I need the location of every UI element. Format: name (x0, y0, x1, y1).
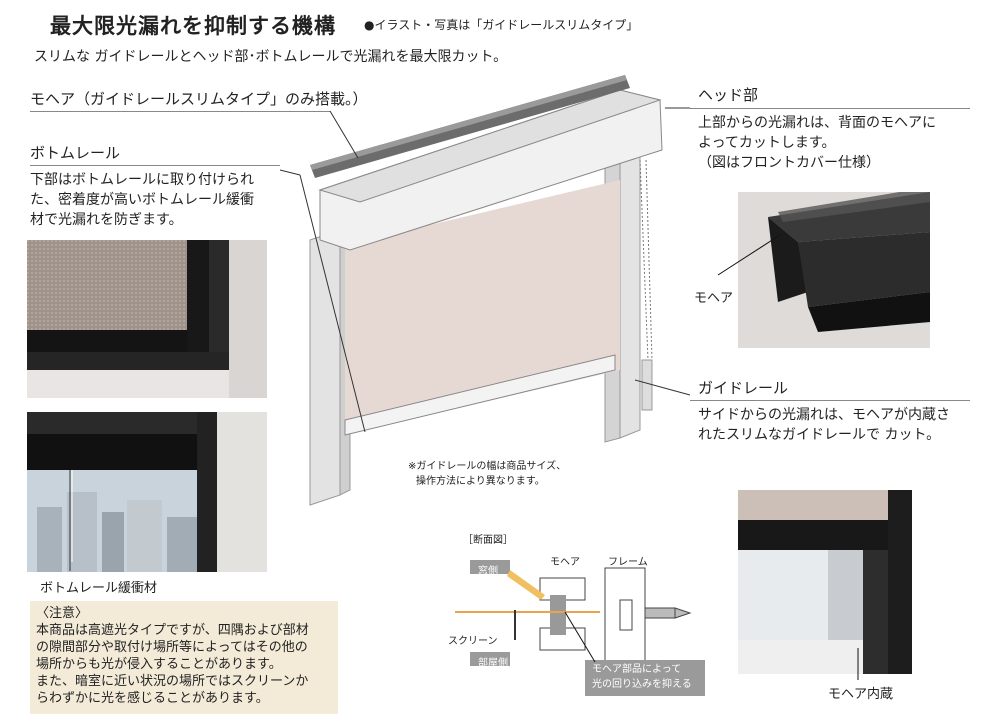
section-screen-label: スクリーン (448, 636, 498, 647)
illustration-note: ●イラスト・写真は「ガイドレールスリムタイプ」 (364, 18, 639, 32)
caution-line: 場所からも光が侵入することがあります。 (36, 657, 282, 672)
caution-note: 〈注意〉 本商品は高遮光タイプですが、四隅および部材 の隙間部分や取付け場所等に… (30, 601, 338, 714)
cushion-caption: ボトムレール緩衝材 (40, 581, 158, 596)
room-side-label: 部屋側 (478, 658, 508, 669)
caution-heading: 〈注意〉 (36, 606, 89, 621)
mohair-label-rule (30, 111, 330, 112)
caution-line: また、暗室に近い状況の場所ではスクリーンか (36, 674, 309, 689)
caution-line: らわずかに光を感じることがあります。 (36, 691, 269, 706)
head-mohair-leader (717, 234, 781, 276)
guide-rail-inner-leader (857, 648, 859, 680)
section-frame-label: フレーム (608, 557, 648, 568)
roller-screen-illustration (290, 70, 690, 510)
mohair-label: モヘア（ガイドレールスリムタイプ」のみ搭載。） (30, 90, 368, 108)
bottom-rail-label: ボトムレール (30, 144, 121, 162)
caution-line: の隙間部分や取付け場所等によってはその他の (36, 640, 308, 655)
head-label: ヘッド部 (698, 86, 759, 104)
head-rule (690, 108, 970, 109)
section-callout: モヘア部品によって 光の回り込みを抑える (592, 664, 692, 690)
guide-rail-inner-photo (738, 490, 912, 674)
section-diagram (455, 540, 725, 700)
guide-rail-label: ガイドレール (698, 379, 789, 397)
bottom-rail-description: 下部はボトムレールに取り付けられ た、密着度が高いボトムレール緩衝 材で光漏れを… (30, 172, 254, 228)
cushion-window-photo (27, 412, 267, 572)
section-heading: ［断面図］ (463, 535, 513, 546)
page-subtitle: スリムな ガイドレールとヘッド部･ボトムレールで光漏れを最大限カット。 (34, 49, 508, 65)
head-mohair-photo (738, 192, 930, 348)
bottom-rail-corner-photo (27, 240, 267, 398)
bottom-rail-rule (30, 165, 280, 166)
guide-rail-description: サイドからの光漏れは、モヘアが内蔵さ れたスリムなガイドレールで カット。 (698, 407, 950, 443)
guide-rail-width-note: ※ガイドレールの幅は商品サイズ、 操作方法により異なります。 (408, 461, 567, 487)
caution-line: 本商品は高遮光タイプですが、四隅および部材 (36, 623, 309, 638)
section-mohair-label: モヘア (550, 557, 580, 568)
guide-rail-inner-caption: モヘア内蔵 (828, 687, 894, 702)
window-side-label: 窓側 (478, 566, 498, 577)
guide-rail-rule (690, 400, 970, 401)
head-mohair-caption: モヘア (694, 291, 734, 306)
page-title: 最大限光漏れを抑制する機構 (50, 14, 336, 38)
head-description: 上部からの光漏れは、背面のモヘアに よってカットします。 （図はフロントカバー仕… (698, 115, 936, 171)
